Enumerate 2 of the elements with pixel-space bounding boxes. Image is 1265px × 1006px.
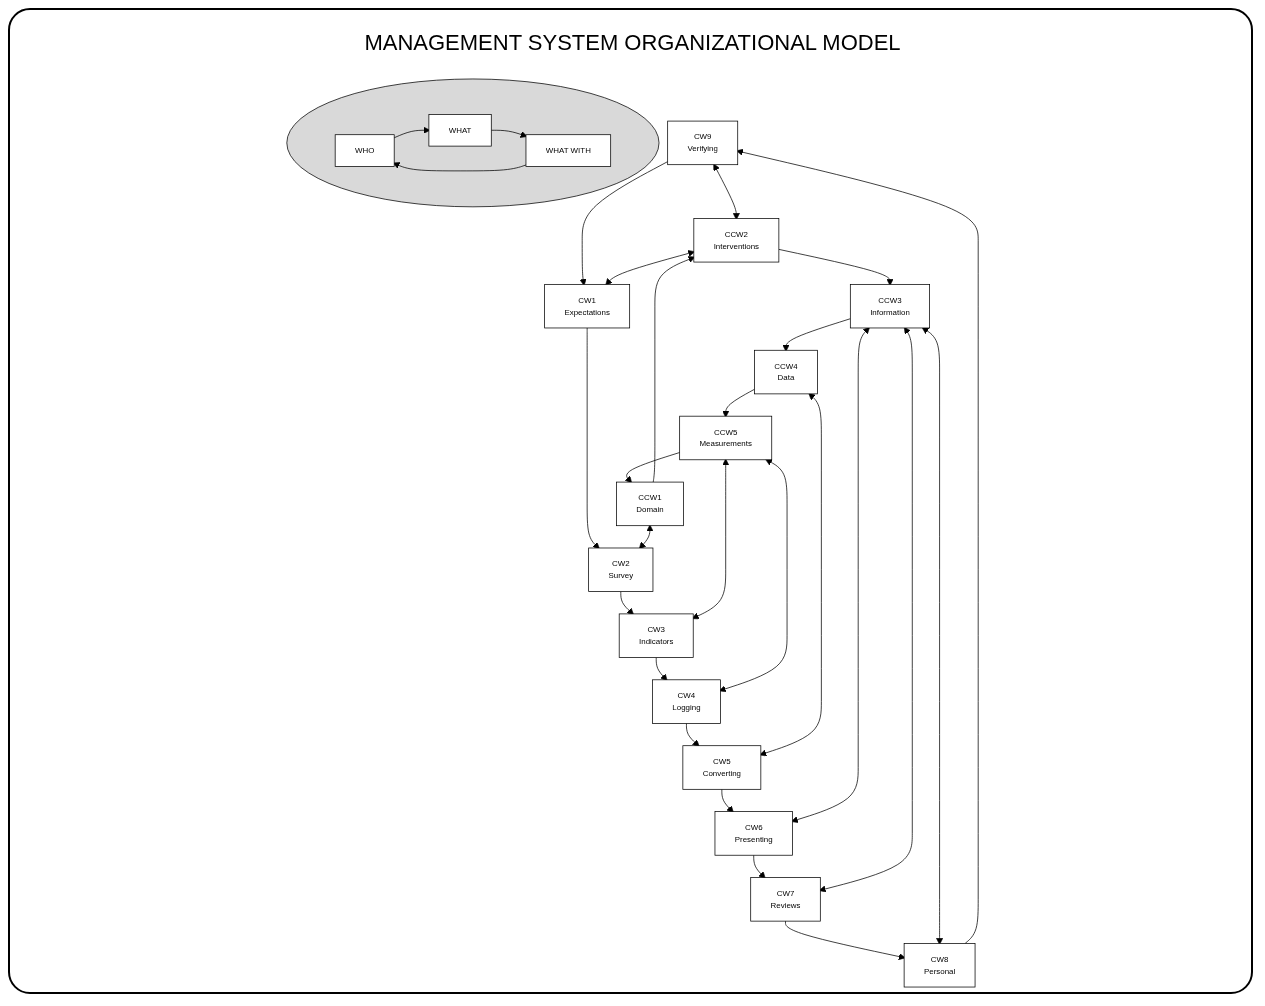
diagram-title: MANAGEMENT SYSTEM ORGANIZATIONAL MODEL xyxy=(363,30,902,56)
cluster xyxy=(286,78,660,208)
